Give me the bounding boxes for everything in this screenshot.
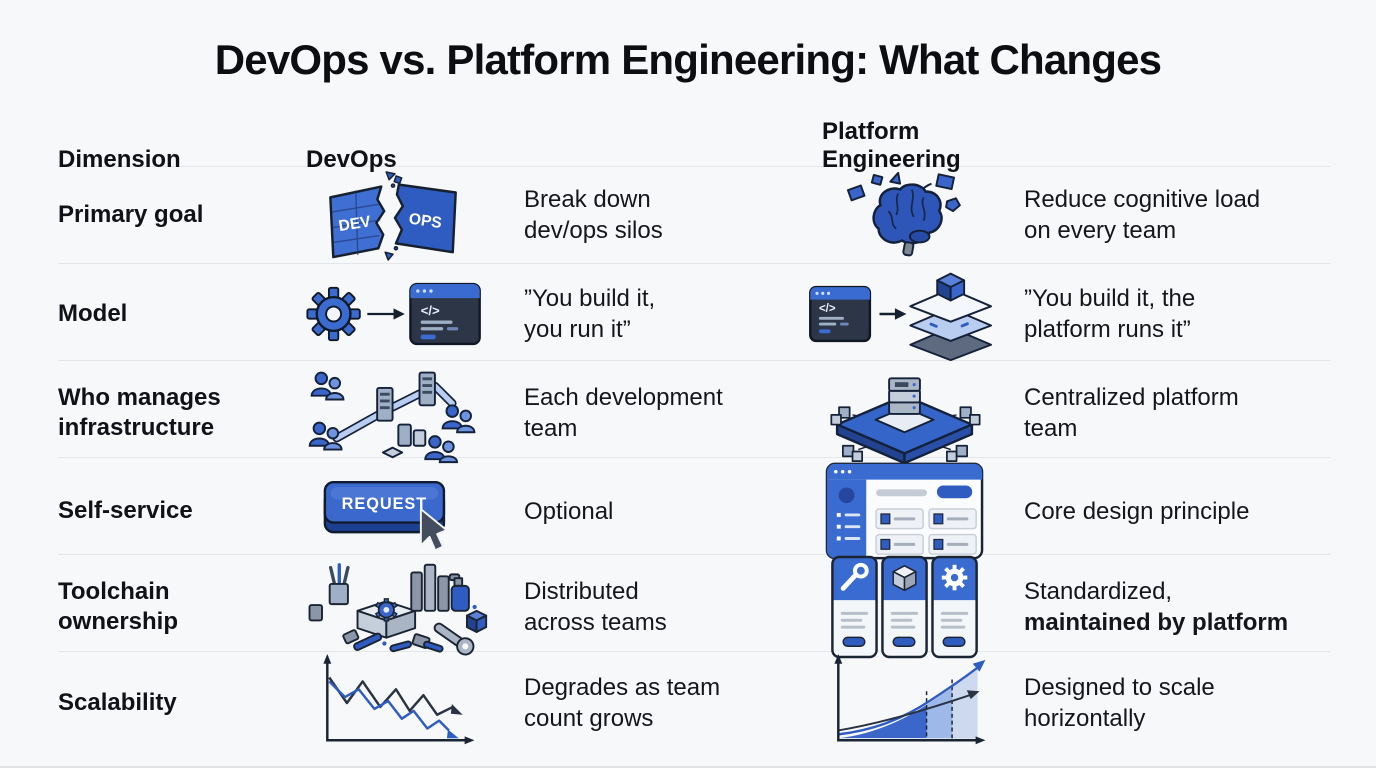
svg-text:</>: </> <box>421 303 440 318</box>
table-row: Who manages infrastructure <box>58 360 1330 465</box>
scattered-tools-icon <box>308 563 488 656</box>
dimension-label: Who manages infrastructure <box>58 384 221 441</box>
request-button-icon: REQUEST <box>323 480 448 552</box>
centralized-platform-icon <box>830 377 981 465</box>
table-row: Toolchain ownership <box>58 554 1330 659</box>
platform-cell-text: Centralized platform team <box>1024 384 1239 442</box>
devops-cell-text: Distributed across teams <box>524 578 667 636</box>
dimension-label: Self-service <box>58 497 193 524</box>
devops-cell-text: Each development team <box>524 384 723 442</box>
svg-text:REQUEST: REQUEST <box>342 495 428 513</box>
scaling-growth-chart-icon <box>834 653 986 745</box>
platform-cell-text: ”You build it, the platform runs it” <box>1024 285 1196 343</box>
table-row: Primary goal DEV OPS <box>58 166 1330 263</box>
dimension-label: Primary goal <box>58 201 204 228</box>
distributed-teams-servers-icon <box>308 371 476 464</box>
overloaded-brain-icon <box>846 171 961 257</box>
platform-cell-text: Designed to scale horizontally <box>1024 674 1215 732</box>
header-platform-engineering: Platform Engineering <box>822 118 961 173</box>
devops-cell-text: ”You build it, you run it” <box>524 285 656 343</box>
gear-to-code-window-icon: </> <box>306 282 481 346</box>
devops-cell-text: Optional <box>524 497 614 525</box>
svg-text:OPS: OPS <box>408 211 443 232</box>
code-window-to-platform-layers-icon: </> <box>809 272 993 362</box>
table-row: Scalability Degrades as team count grows <box>58 651 1330 750</box>
comparison-table: Dimension DevOps Platform Engineering Pr… <box>58 118 1330 750</box>
svg-text:DEV: DEV <box>338 213 373 235</box>
self-service-portal-icon <box>825 462 984 560</box>
dimension-label: Scalability <box>58 689 177 716</box>
table-header-row: Dimension DevOps Platform Engineering <box>58 118 1330 173</box>
table-row: Model <box>58 263 1330 362</box>
degrading-line-chart-icon <box>323 653 475 745</box>
dimension-label: Toolchain ownership <box>58 578 179 635</box>
standardized-tool-cards-icon <box>831 555 978 659</box>
header-dimension: Dimension <box>58 146 181 173</box>
platform-cell-text: Standardized, maintained by platform <box>1024 578 1289 636</box>
page-title: DevOps vs. Platform Engineering: What Ch… <box>214 36 1162 83</box>
devops-cell-text: Degrades as team count grows <box>524 674 721 732</box>
devops-cell-text: Break down dev/ops silos <box>524 186 663 244</box>
platform-cell-text: Core design principle <box>1024 497 1250 525</box>
svg-text:</>: </> <box>819 303 836 315</box>
dimension-label: Model <box>58 300 128 327</box>
table-row: Self-service REQUEST Optional <box>58 457 1330 560</box>
broken-dev-ops-silo-icon: DEV OPS <box>329 171 457 261</box>
header-devops: DevOps <box>306 146 397 173</box>
platform-cell-text: Reduce cognitive load on every team <box>1024 186 1261 244</box>
